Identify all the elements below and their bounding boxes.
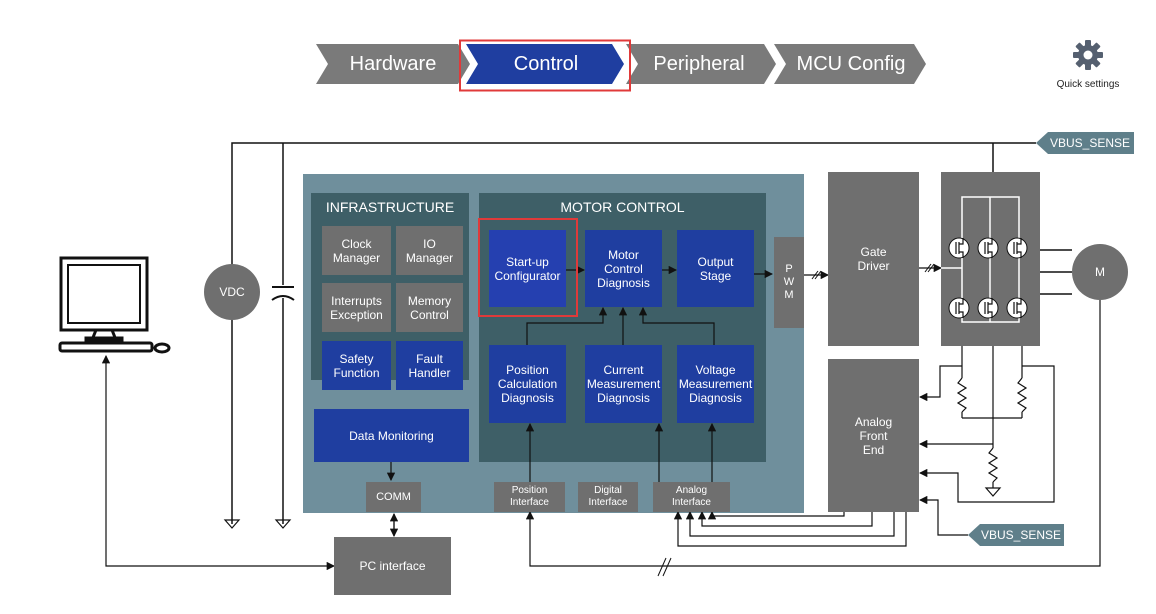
startup-configurator-block[interactable]: Start-up Configurator: [489, 230, 566, 307]
motor-control-diagnosis-block[interactable]: Motor Control Diagnosis: [585, 230, 662, 307]
fault-handler-block[interactable]: Fault Handler: [396, 341, 463, 390]
vdc-label: VDC: [219, 285, 245, 299]
quick-settings-label: Quick settings: [1056, 79, 1120, 90]
ground-icon: [984, 487, 1002, 497]
ground-icon: [223, 519, 241, 529]
motor-control-title: MOTOR CONTROL: [560, 199, 685, 215]
voltage-measurement-diagnosis-block[interactable]: Voltage Measurement Diagnosis: [677, 345, 754, 423]
clock-manager-block[interactable]: Clock Manager: [322, 226, 391, 275]
analog-interface-block[interactable]: Analog Interface: [653, 482, 730, 512]
vbus-top-wire: [231, 142, 1036, 524]
mosfet-bridge-icon: [941, 196, 1028, 323]
step-control[interactable]: Control: [513, 53, 579, 75]
position-interface-block[interactable]: Position Interface: [494, 482, 565, 512]
digital-interface-block[interactable]: Digital Interface: [578, 482, 638, 512]
step-mcu-config-shape[interactable]: [774, 44, 926, 84]
output-stage-block[interactable]: Output Stage: [677, 230, 754, 307]
interrupts-exception-block[interactable]: Interrupts Exception: [322, 283, 391, 332]
memory-control-block[interactable]: Memory Control: [396, 283, 463, 332]
infrastructure-title: INFRASTRUCTURE: [325, 199, 455, 215]
shunt-resistors: [956, 346, 1028, 488]
vbus-sense-tag-top: [1036, 132, 1134, 154]
startup-highlight: [478, 218, 578, 317]
safety-function-block[interactable]: Safety Function: [322, 341, 391, 390]
quick-settings-button[interactable]: Quick settings: [1050, 38, 1126, 90]
pwm-block[interactable]: P W M: [774, 237, 804, 328]
motor: [1072, 244, 1128, 300]
step-mcu-config[interactable]: MCU Config: [796, 53, 906, 75]
step-hardware[interactable]: Hardware: [349, 53, 437, 75]
data-monitoring-block[interactable]: Data Monitoring: [314, 409, 469, 462]
gate-driver-block[interactable]: Gate Driver: [828, 172, 919, 346]
io-manager-block[interactable]: IO Manager: [396, 226, 463, 275]
comm-block[interactable]: COMM: [366, 482, 421, 512]
active-step-highlight: [459, 39, 631, 92]
motor-label: M: [1095, 265, 1105, 279]
capacitor-plate-bottom: [271, 295, 295, 301]
pc-interface-block[interactable]: PC interface: [334, 537, 451, 595]
step-navigation: [316, 39, 926, 92]
vbus-sense-tag-bottom: [968, 524, 1064, 546]
step-peripheral-shape[interactable]: [626, 44, 776, 84]
position-calculation-diagnosis-block[interactable]: Position Calculation Diagnosis: [489, 345, 566, 423]
analog-front-end-block[interactable]: Analog Front End: [828, 359, 919, 512]
vdc-source: [204, 264, 260, 320]
ground-icon: [274, 519, 292, 529]
vbus-sense-top-label: VBUS_SENSE: [1049, 136, 1131, 150]
step-control-shape[interactable]: [466, 44, 624, 84]
computer-icon: [58, 256, 171, 354]
current-measurement-diagnosis-block[interactable]: Current Measurement Diagnosis: [585, 345, 662, 423]
step-peripheral[interactable]: Peripheral: [653, 53, 745, 75]
vbus-sense-bottom-label: VBUS_SENSE: [980, 528, 1062, 542]
inverter-bridge-block[interactable]: [941, 172, 1040, 346]
step-hardware-shape[interactable]: [316, 44, 470, 84]
gear-icon[interactable]: [1071, 38, 1105, 72]
